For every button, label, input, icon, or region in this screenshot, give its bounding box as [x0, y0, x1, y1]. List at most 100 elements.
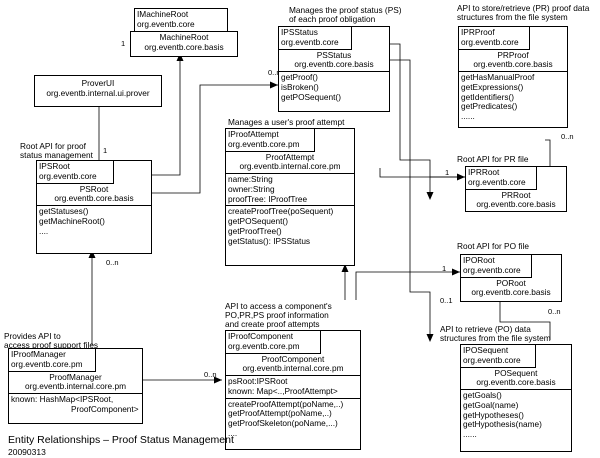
psroot-package: org.eventb.core.basis	[54, 193, 134, 204]
poroot-note: Root API for PO file	[457, 241, 529, 251]
iproofmanager-name: IProofManager	[11, 349, 66, 359]
proofcomponent-name: ProofComponent	[261, 353, 325, 364]
poroot-package: org.eventb.core.basis	[471, 287, 551, 298]
mult-machineroot: 1	[121, 39, 126, 48]
arrow-posequent	[426, 334, 434, 342]
iporoot-package: org.eventb.core	[463, 264, 521, 275]
arrow-proofcomponent	[214, 376, 222, 384]
psstatus-package: org.eventb.core.basis	[294, 59, 374, 70]
machineroot-name: MachineRoot	[159, 32, 209, 42]
psstatus-class: IPSStatus org.eventb.core PSStatus org.e…	[278, 26, 390, 112]
proofattempt-name: ProofAttempt	[265, 151, 315, 162]
line-poroot-posequent	[499, 300, 551, 340]
proofattempt-methods: createProofTree(poSequent) getPOSequent(…	[228, 206, 334, 246]
psstatus-methods: getProof() isBroken() getPOSequent()	[281, 72, 341, 102]
diagram-date: 20090313	[8, 447, 46, 457]
proofcomponent-package: org.eventb.internal.core.pm	[242, 363, 344, 374]
prproof-methods: getHasManualProof getExpressions() getId…	[461, 72, 535, 122]
iproofmanager-package: org.eventb.core.pm	[11, 358, 83, 369]
ipsstatus-package: org.eventb.core	[281, 36, 339, 47]
proofcomponent-class: IProofComponent org.eventb.core.pm Proof…	[225, 330, 361, 450]
prproof-class: IPRProof org.eventb.core PRProof org.eve…	[458, 26, 568, 128]
psroot-class: IPSRoot org.eventb.core PSRoot org.event…	[36, 160, 152, 254]
prroot-class: IPRRoot org.eventb.core PRRoot org.event…	[465, 166, 567, 212]
imachineroot-interface: IMachineRoot org.eventb.core	[134, 8, 228, 32]
arrow-prroot	[457, 173, 465, 181]
mult-proofmanager: 0..n	[204, 370, 217, 379]
mult-psstatus: 0..n	[268, 68, 281, 77]
arrow-prproof	[426, 192, 434, 200]
ipsroot-name: IPSRoot	[39, 161, 70, 171]
ipsroot-package: org.eventb.core	[39, 170, 97, 181]
posequent-package: org.eventb.core.basis	[476, 377, 556, 388]
mult-prroot: 1	[445, 168, 450, 177]
prproof-note: API to store/retrieve (PR) proof data st…	[457, 3, 590, 23]
mult-poroot-opt: 0..1	[440, 296, 453, 305]
ipsstatus-name: IPSStatus	[281, 27, 318, 37]
line-psroot-machineroot	[150, 60, 181, 176]
line-poroot-proofcomponent	[355, 271, 460, 300]
iprproof-package: org.eventb.core	[461, 36, 519, 47]
posequent-note: API to retrieve (PO) data structures fro…	[440, 324, 551, 344]
mult-poroot-one: 1	[442, 264, 447, 273]
iproofcomponent-package: org.eventb.core.pm	[228, 340, 300, 351]
iposequent-name: IPOSequent	[463, 345, 509, 355]
proofcomponent-note: API to access a component's PO,PR,PS pro…	[225, 301, 332, 330]
iprroot-package: org.eventb.core	[468, 176, 526, 187]
imachineroot-package: org.eventb.core	[137, 18, 195, 29]
iprproof-name: IPRProof	[461, 27, 495, 37]
proofattempt-class: IProofAttempt org.eventb.core.pm ProofAt…	[225, 128, 355, 266]
arrow-psstatus	[270, 81, 278, 89]
prroot-name: PRRoot	[501, 189, 531, 200]
proofmanager-fields: known: HashMap<IPSRoot, ProofComponent>	[11, 394, 139, 414]
arrow-proofattempt	[341, 264, 349, 272]
proofmanager-class: IProofManager org.eventb.core.pm ProofMa…	[8, 348, 143, 424]
arrow-poroot	[452, 268, 460, 276]
line-psstatus-prproof	[388, 43, 431, 198]
prproof-name: PRProof	[497, 49, 529, 60]
proofattempt-fields: name:String owner:String proofTree: IPro…	[226, 174, 354, 207]
line-prroot-prproof	[545, 139, 551, 170]
posequent-methods: getGoals() getGoal(name) getHypotheses()…	[463, 390, 542, 440]
proofcomponent-methods: createProofAttempt(poName,..) getProofAt…	[228, 398, 344, 439]
prproof-package: org.eventb.core.basis	[473, 59, 553, 70]
mult-poroot-posequent: 0..n	[548, 307, 561, 316]
proofattempt-note: Manages a user's proof attempt	[228, 117, 345, 127]
iproofcomponent-name: IProofComponent	[228, 331, 294, 341]
mult-prproof: 0..n	[561, 132, 574, 141]
proofmanager-note: Provides API to access proof support fil…	[4, 331, 99, 351]
proverui-package: org.eventb.internal.ui.prover	[46, 87, 150, 98]
proofcomponent-fields: psRoot:IPSRoot known: Map<..,ProofAttemp…	[226, 376, 360, 399]
proofmanager-name: ProofManager	[49, 371, 102, 382]
psroot-name: PSRoot	[79, 183, 109, 194]
prroot-note: Root API for PR file	[457, 154, 529, 164]
line-prroot-connector	[379, 168, 465, 178]
psstatus-name: PSStatus	[316, 49, 352, 60]
iporoot-name: IPORoot	[463, 255, 495, 265]
imachineroot-name: IMachineRoot	[137, 9, 189, 19]
arrow-machineroot	[176, 53, 184, 61]
iproofattempt-package: org.eventb.core.pm	[228, 138, 300, 149]
machineroot-package: org.eventb.core.basis	[144, 41, 224, 52]
proverui-name: ProverUI	[81, 78, 115, 88]
psroot-methods: getStatuses() getMachineRoot() ....	[39, 206, 105, 236]
machineroot-class: MachineRoot org.eventb.core.basis	[130, 31, 238, 57]
psroot-note: Root API for proof status management	[20, 141, 93, 161]
poroot-class: IPORoot org.eventb.core PORoot org.event…	[460, 254, 562, 302]
arrow-psroot	[88, 250, 96, 258]
poroot-name: PORoot	[496, 277, 526, 288]
line-psroot-psstatus	[150, 84, 278, 194]
mult-psroot-proverui: 1	[103, 146, 108, 155]
proofattempt-package: org.eventb.internal.core.pm	[239, 161, 341, 172]
posequent-name: POSequent	[494, 367, 538, 378]
diagram-title: Entity Relationships – Proof Status Mana…	[8, 434, 234, 446]
proverui-class: ProverUI org.eventb.internal.ui.prover	[34, 75, 162, 107]
psstatus-note: Manages the proof status (PS) of each pr…	[289, 5, 402, 25]
iprroot-name: IPRRoot	[468, 167, 500, 177]
iproofattempt-name: IProofAttempt	[228, 129, 279, 139]
iposequent-package: org.eventb.core	[463, 354, 521, 365]
line-psstatus-posequent	[388, 59, 431, 340]
mult-psroot-proofmanager: 0..n	[106, 258, 119, 267]
prroot-package: org.eventb.core.basis	[476, 199, 556, 210]
